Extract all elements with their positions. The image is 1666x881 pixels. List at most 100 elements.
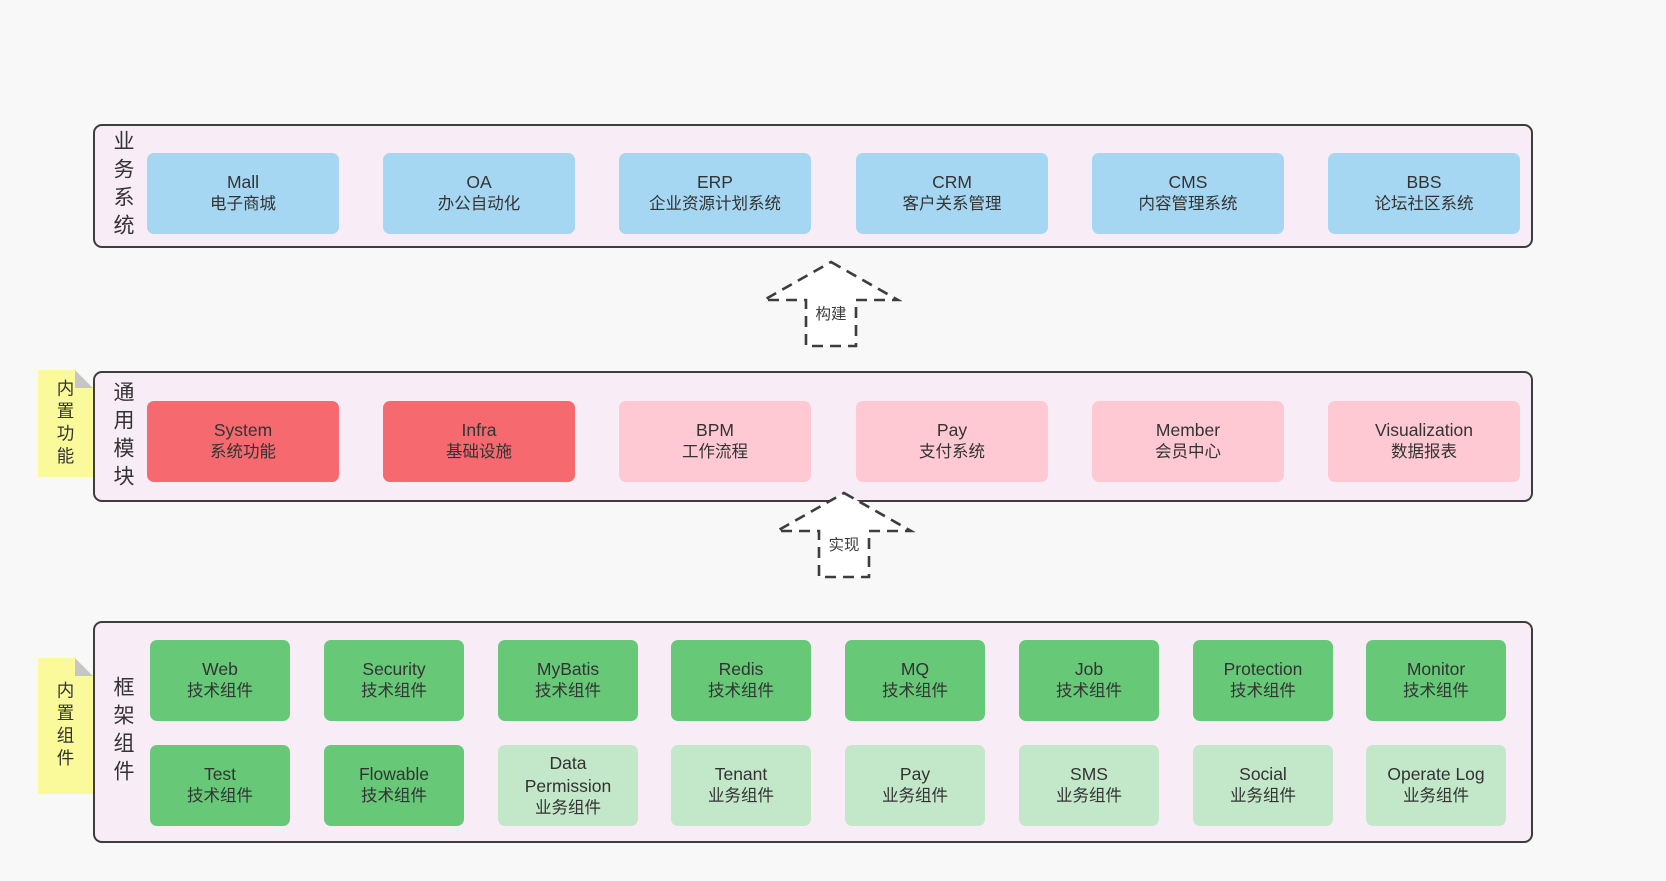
box-title: Social [1239, 764, 1287, 785]
box-title: Visualization [1375, 420, 1473, 441]
box-subtitle: 业务组件 [535, 798, 601, 817]
box-title: Web [202, 659, 238, 680]
box-subtitle: 业务组件 [1403, 787, 1469, 806]
box-bbs: BBS 论坛社区系统 [1328, 153, 1520, 234]
box-infra: Infra 基础设施 [383, 401, 575, 482]
box-title: Job [1074, 659, 1104, 680]
box-test: Test 技术组件 [150, 745, 290, 826]
box-subtitle: 内容管理系统 [1138, 195, 1238, 214]
box-title: Member [1155, 420, 1221, 441]
box-social: Social 业务组件 [1193, 745, 1333, 826]
box-title: Security [362, 659, 426, 680]
box-job: Job 技术组件 [1019, 640, 1159, 721]
box-oa: OA 办公自动化 [383, 153, 575, 234]
sticky-note-built-in-functions: 内置功能 [38, 370, 93, 477]
box-title: Redis [718, 659, 764, 680]
box-subtitle: 电子商城 [210, 195, 276, 214]
box-bpm: BPM 工作流程 [619, 401, 811, 482]
box-redis: Redis 技术组件 [671, 640, 811, 721]
box-operate-log: Operate Log 业务组件 [1366, 745, 1506, 826]
box-title: Protection [1223, 659, 1303, 680]
band-label-common-modules: 通用模块 [111, 380, 134, 493]
box-subtitle: 业务组件 [1056, 787, 1122, 806]
band-label-business-systems: 业务系统 [111, 130, 134, 242]
box-title: Tenant [714, 764, 768, 785]
box-subtitle: 技术组件 [1056, 682, 1122, 701]
box-protection: Protection 技术组件 [1193, 640, 1333, 721]
box-title: Infra [461, 420, 497, 441]
box-title: Operate Log [1387, 764, 1485, 785]
box-subtitle: 企业资源计划系统 [649, 195, 781, 214]
box-subtitle: 技术组件 [361, 682, 427, 701]
box-visualization: Visualization 数据报表 [1328, 401, 1520, 482]
box-crm: CRM 客户关系管理 [856, 153, 1048, 234]
box-title: BBS [1406, 172, 1442, 193]
box-subtitle: 办公自动化 [437, 195, 521, 214]
box-pay-component: Pay 业务组件 [845, 745, 985, 826]
arrow-label-build: 构建 [760, 302, 902, 324]
box-title: Test [203, 764, 237, 785]
box-erp: ERP 企业资源计划系统 [619, 153, 811, 234]
box-subtitle: 支付系统 [919, 443, 985, 462]
sticky-note-label: 内置组件 [55, 681, 75, 771]
box-subtitle: 技术组件 [1230, 682, 1296, 701]
box-title: BPM [696, 420, 734, 441]
box-title: CMS [1168, 172, 1208, 193]
band-common-modules: 通用模块 System 系统功能 Infra 基础设施 BPM 工作流程 Pay… [93, 371, 1533, 502]
box-subtitle: 业务组件 [708, 787, 774, 806]
box-subtitle: 会员中心 [1155, 443, 1221, 462]
box-subtitle: 论坛社区系统 [1374, 195, 1474, 214]
sticky-note-label: 内置功能 [55, 378, 75, 469]
box-web: Web 技术组件 [150, 640, 290, 721]
box-title: ERP [697, 172, 733, 193]
box-title: SMS [1070, 764, 1108, 785]
box-subtitle: 工作流程 [682, 443, 748, 462]
box-subtitle: 业务组件 [1230, 787, 1296, 806]
box-security: Security 技术组件 [324, 640, 464, 721]
box-subtitle: 技术组件 [187, 682, 253, 701]
box-subtitle: 技术组件 [1403, 682, 1469, 701]
box-subtitle: 技术组件 [535, 682, 601, 701]
folded-corner-icon [75, 658, 93, 676]
box-title: Data Permission [524, 752, 612, 796]
box-mall: Mall 电子商城 [147, 153, 339, 234]
sticky-note-built-in-components: 内置组件 [38, 658, 93, 794]
band-label-framework-components: 框架组件 [111, 676, 134, 788]
box-title: Mall [226, 172, 260, 193]
box-monitor: Monitor 技术组件 [1366, 640, 1506, 721]
box-title: Flowable [358, 764, 430, 785]
box-subtitle: 技术组件 [187, 787, 253, 806]
box-mybatis: MyBatis 技术组件 [498, 640, 638, 721]
box-title: OA [466, 172, 492, 193]
box-title: Pay [899, 764, 931, 785]
box-cms: CMS 内容管理系统 [1092, 153, 1284, 234]
implement-arrow-icon: 实现 [773, 489, 915, 581]
box-title: System [213, 420, 273, 441]
box-system: System 系统功能 [147, 401, 339, 482]
box-subtitle: 技术组件 [361, 787, 427, 806]
box-subtitle: 技术组件 [708, 682, 774, 701]
box-subtitle: 业务组件 [882, 787, 948, 806]
box-subtitle: 技术组件 [882, 682, 948, 701]
box-title: MyBatis [536, 659, 600, 680]
arrow-label-implement: 实现 [773, 533, 915, 555]
build-arrow-icon: 构建 [760, 258, 902, 350]
box-subtitle: 基础设施 [446, 443, 512, 462]
box-sms: SMS 业务组件 [1019, 745, 1159, 826]
box-title: Monitor [1406, 659, 1466, 680]
box-subtitle: 系统功能 [210, 443, 276, 462]
box-subtitle: 数据报表 [1391, 443, 1457, 462]
box-data-permission: Data Permission 业务组件 [498, 745, 638, 826]
box-title: Pay [936, 420, 968, 441]
box-mq: MQ 技术组件 [845, 640, 985, 721]
box-tenant: Tenant 业务组件 [671, 745, 811, 826]
box-flowable: Flowable 技术组件 [324, 745, 464, 826]
band-business-systems: 业务系统 Mall 电子商城 OA 办公自动化 ERP 企业资源计划系统 CRM… [93, 124, 1533, 248]
box-title: MQ [900, 659, 930, 680]
box-member: Member 会员中心 [1092, 401, 1284, 482]
band-framework-components: 框架组件 Web 技术组件 Security 技术组件 MyBatis 技术组件… [93, 621, 1533, 843]
box-pay-system: Pay 支付系统 [856, 401, 1048, 482]
box-subtitle: 客户关系管理 [902, 195, 1002, 214]
box-title: CRM [932, 172, 972, 193]
